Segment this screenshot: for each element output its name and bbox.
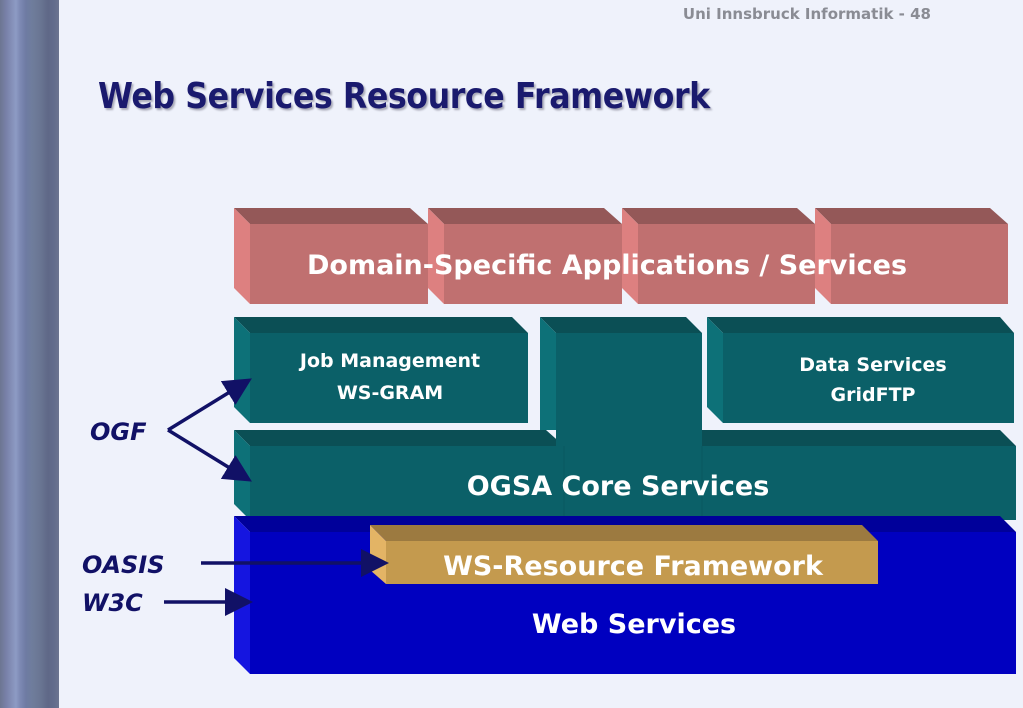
domain-block xyxy=(428,208,622,304)
oasis-label: OASIS xyxy=(82,551,164,579)
gridftp-label: GridFTP xyxy=(831,384,916,406)
data-services-label: Data Services xyxy=(799,354,946,376)
job-management-block: Job Management WS-GRAM xyxy=(234,317,528,423)
domain-block xyxy=(815,208,1008,304)
domain-layer: Domain-Specific Applications / Services xyxy=(234,208,1008,304)
w3c-label: W3C xyxy=(82,589,143,617)
job-management-label: Job Management xyxy=(298,350,480,372)
domain-block xyxy=(234,208,428,304)
web-services-label: Web Services xyxy=(532,609,736,640)
ogf-label: OGF xyxy=(90,418,147,446)
wsrf-label: WS-Resource Framework xyxy=(443,551,824,582)
slide-number: Uni Innsbruck Informatik - 48 xyxy=(682,5,931,23)
wsrf-layer: WS-Resource Framework xyxy=(370,525,878,584)
domain-block xyxy=(622,208,815,304)
ws-gram-label: WS-GRAM xyxy=(337,382,443,404)
ogf-arrow-to-ogsa xyxy=(167,428,252,482)
oasis-annotation: OASIS xyxy=(82,549,389,579)
sidebar-decoration xyxy=(0,0,59,708)
data-services-block: Data Services GridFTP xyxy=(707,317,1014,423)
slide-title: Web Services Resource Framework xyxy=(98,76,710,117)
ogf-arrow-to-job-management xyxy=(167,378,252,432)
ogf-annotation: OGF xyxy=(90,378,252,482)
w3c-annotation: W3C xyxy=(82,588,253,617)
ogsa-core-label: OGSA Core Services xyxy=(467,471,770,502)
ogsa-core-layer: OGSA Core Services xyxy=(234,317,1016,520)
domain-layer-label: Domain-Specific Applications / Services xyxy=(307,250,907,281)
